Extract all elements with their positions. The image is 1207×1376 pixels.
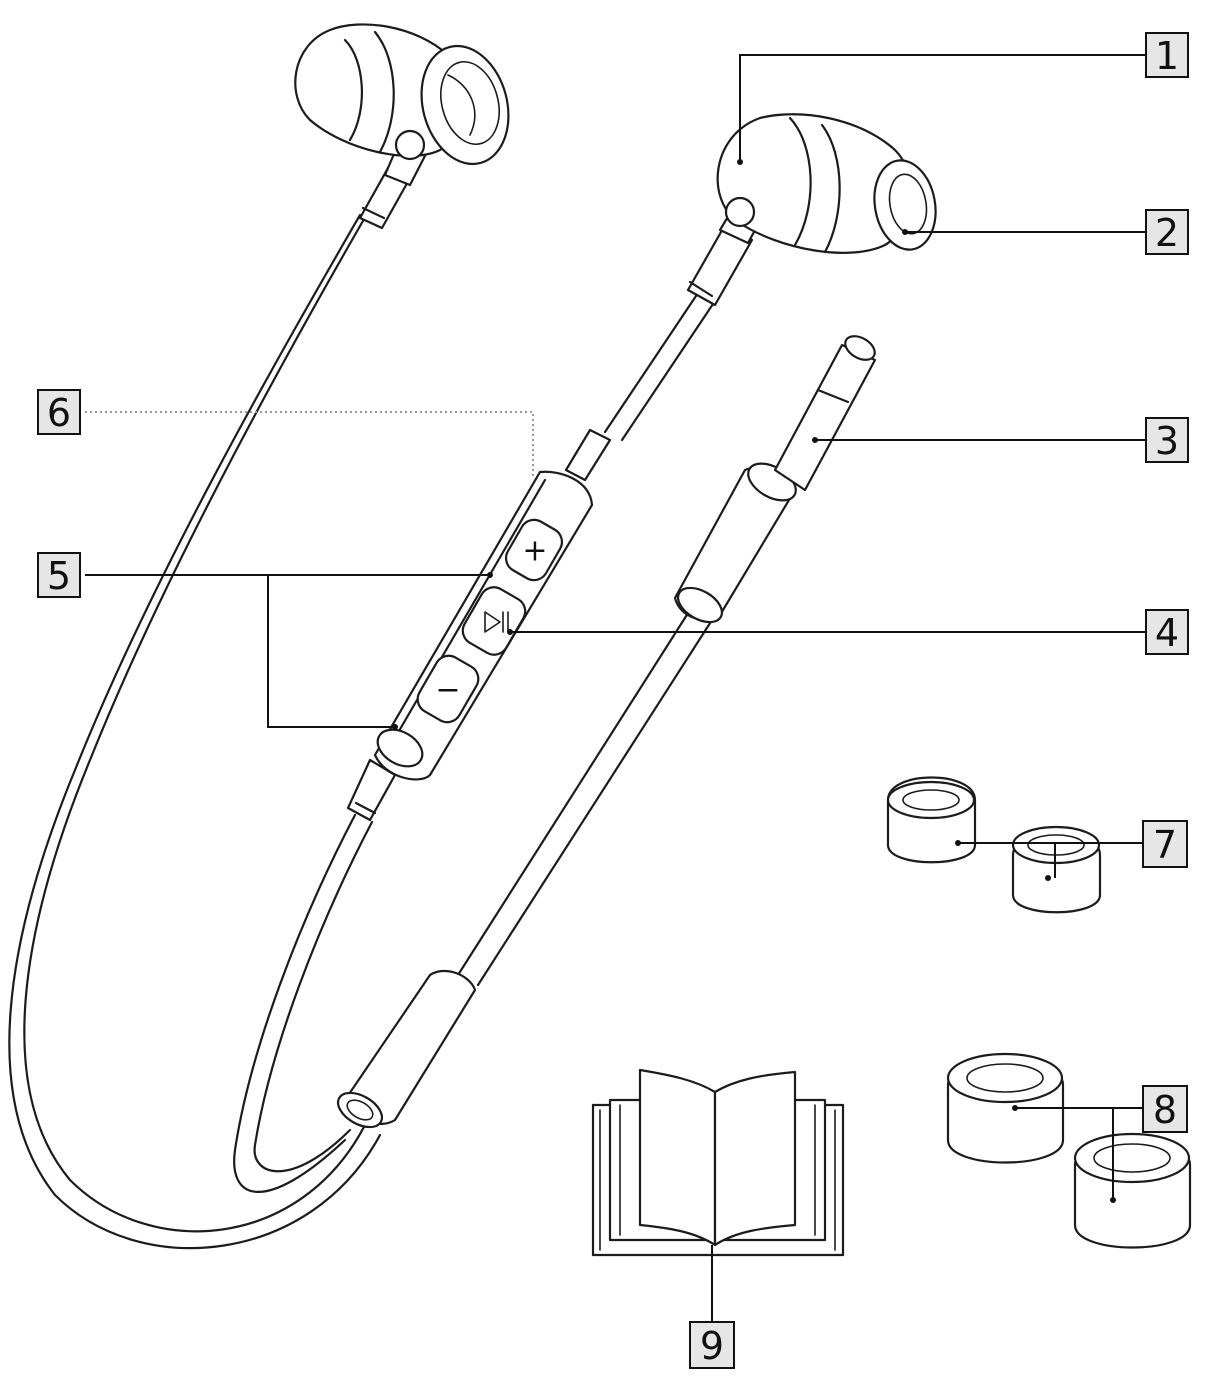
inline-remote: + − [346, 428, 612, 822]
callout-5-label: 5 [47, 554, 71, 598]
audio-jack-plug [673, 335, 877, 624]
user-manual-book-icon [591, 1068, 845, 1257]
callout-7-label: 7 [1153, 823, 1177, 867]
minus-symbol: − [435, 673, 460, 708]
ear-tip-large-1 [946, 1052, 1065, 1164]
cable-splitter [336, 969, 477, 1129]
callout-1-label: 1 [1155, 34, 1179, 78]
remote-lower-cable [233, 813, 374, 1193]
callout-9-label: 9 [700, 1324, 724, 1368]
callout-3: 3 [1145, 417, 1189, 463]
volume-up-button[interactable]: + [501, 515, 567, 585]
leader-lines [85, 54, 1145, 1322]
callout-4: 4 [1145, 609, 1189, 655]
right-earbud-cable [603, 288, 719, 442]
plus-symbol: + [522, 534, 547, 569]
right-earbud [686, 113, 937, 307]
callout-4-label: 4 [1155, 611, 1179, 655]
callout-6: 6 [37, 389, 81, 435]
jack-cable [456, 608, 714, 987]
callout-3-label: 3 [1155, 419, 1179, 463]
ear-tip-large-2 [1073, 1132, 1192, 1249]
callout-1: 1 [1145, 32, 1189, 78]
callout-9: 9 [689, 1321, 735, 1369]
callout-8-label: 8 [1153, 1088, 1177, 1132]
callout-6-label: 6 [47, 391, 71, 435]
left-earbud [294, 23, 510, 230]
volume-down-button[interactable]: − [413, 651, 484, 728]
callout-2-label: 2 [1155, 211, 1179, 255]
ear-tip-small-1 [886, 776, 977, 864]
ear-tips-large [946, 1052, 1192, 1249]
ear-tip-small-2 [1011, 825, 1102, 914]
callout-8: 8 [1142, 1085, 1188, 1133]
callout-2: 2 [1145, 209, 1189, 255]
cable-loop [8, 198, 382, 1250]
ear-tips-small [886, 776, 1102, 914]
callout-5: 5 [37, 552, 81, 598]
callout-7: 7 [1142, 820, 1188, 868]
